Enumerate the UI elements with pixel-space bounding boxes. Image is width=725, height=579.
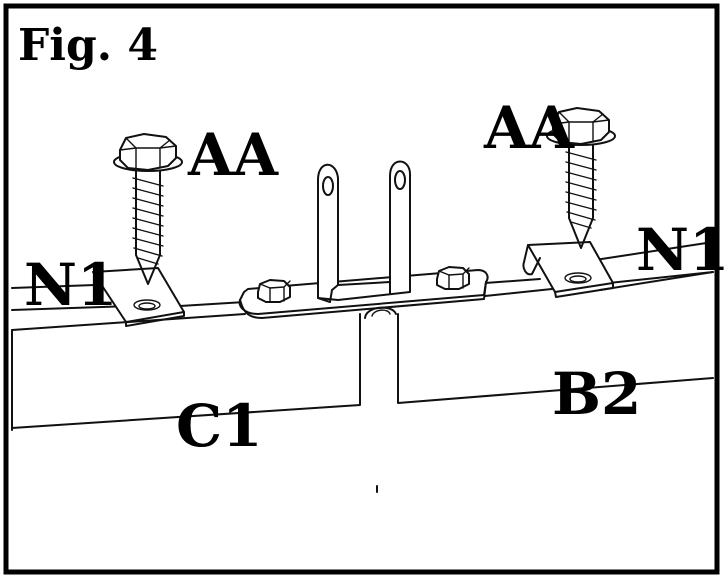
hex-bolt-right bbox=[436, 266, 470, 290]
bracket-n1-left bbox=[92, 267, 185, 327]
center-u-bracket bbox=[238, 160, 489, 319]
screw-aa-right bbox=[546, 107, 616, 249]
panel-b2 bbox=[397, 313, 714, 404]
label-b2: B2 bbox=[552, 360, 641, 428]
label-aa-right: AA bbox=[483, 94, 575, 162]
panel-c1 bbox=[11, 313, 361, 429]
figure-title: Fig. 4 bbox=[18, 20, 158, 71]
bracket-n1-right bbox=[522, 241, 614, 298]
screw-aa-left bbox=[113, 133, 183, 285]
label-aa-left: AA bbox=[187, 121, 279, 189]
label-n1-left: N1 bbox=[24, 251, 117, 319]
hex-bolt-left bbox=[257, 279, 291, 303]
label-n1-right: N1 bbox=[636, 216, 725, 284]
label-c1: C1 bbox=[176, 392, 263, 460]
